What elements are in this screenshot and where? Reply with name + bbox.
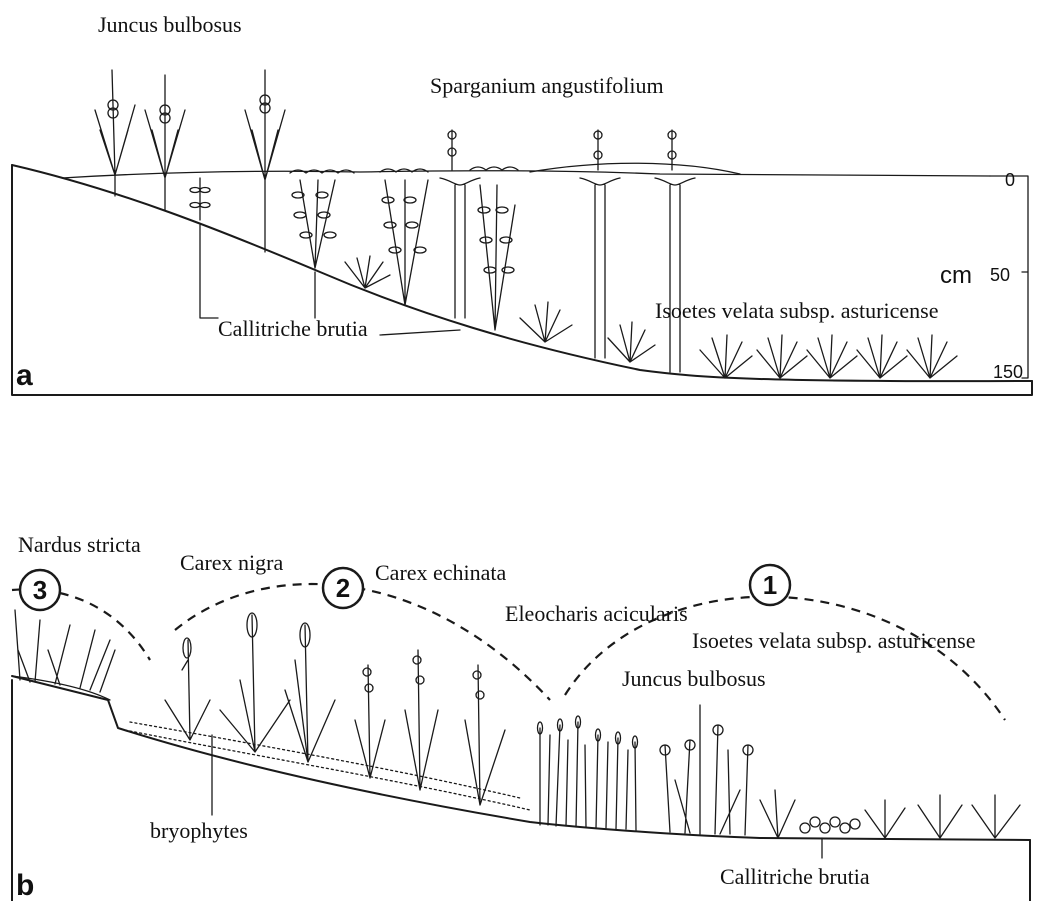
panel-a: 0 cm 50 150 Juncus bulbosus Sparganium a… [12, 12, 1032, 395]
scale-tick-0: 0 [1005, 170, 1015, 190]
panel-b: 3 2 1 Nardus stricta Carex nigra Carex e… [12, 532, 1030, 901]
carex-nigra-plant-3 [285, 623, 335, 762]
zone-1-marker: 1 [750, 565, 790, 605]
isoetes-rosette-a8 [907, 335, 957, 378]
label-b-nardus: Nardus stricta [18, 532, 141, 557]
isoetes-rosette-a5 [757, 335, 807, 378]
isoetes-rosette-b3 [918, 795, 962, 838]
label-a-juncus: Juncus bulbosus [98, 12, 242, 37]
callitriche-plant-a4 [478, 185, 515, 330]
isoetes-rosette-b1 [760, 790, 795, 838]
carex-echinata-plant-1 [355, 665, 385, 778]
isoetes-rosette-a7 [857, 335, 907, 378]
zone-2-arc [175, 584, 550, 700]
label-b-callitriche: Callitriche brutia [720, 864, 870, 889]
juncus-plant-a3 [245, 70, 285, 252]
callitriche-plant-a2 [292, 180, 336, 268]
callitriche-plant-a3 [382, 180, 428, 305]
bryophyte-mat [125, 722, 530, 810]
label-a-callitriche: Callitriche brutia [218, 316, 368, 341]
carex-nigra-plant-2 [220, 613, 290, 752]
zone-3-marker: 3 [20, 570, 60, 610]
isoetes-rosette-b2 [865, 800, 905, 838]
juncus-plant-a1 [95, 70, 135, 196]
label-b-carex-echinata: Carex echinata [375, 560, 507, 585]
isoetes-rosette-a2 [520, 302, 572, 342]
isoetes-rosette-a6 [807, 335, 857, 378]
label-a-isoetes: Isoetes velata subsp. asturicense [655, 298, 938, 323]
panel-a-water-surface [62, 171, 990, 178]
panel-b-letter: b [16, 869, 34, 901]
label-b-juncus: Juncus bulbosus [622, 666, 766, 691]
scale-tick-150: 150 [993, 362, 1023, 382]
isoetes-rosette-b4 [972, 795, 1020, 838]
label-b-eleocharis: Eleocharis acicularis [505, 601, 688, 626]
scale-unit: cm [940, 262, 972, 289]
zone-3-number: 3 [33, 575, 47, 605]
carex-echinata-plant-3 [465, 665, 505, 805]
juncus-stand-b [660, 705, 753, 835]
panel-b-frame [12, 680, 1030, 901]
zone-2-number: 2 [336, 573, 350, 603]
label-a-sparganium: Sparganium angustifolium [430, 73, 664, 98]
isoetes-rosette-a3 [608, 322, 655, 362]
label-b-carex-nigra: Carex nigra [180, 550, 283, 575]
callitriche-plant-a1 [190, 178, 210, 220]
sparganium-plant-a1 [440, 130, 480, 318]
isoetes-rosette-a1 [345, 256, 390, 288]
isoetes-rosette-a4 [700, 335, 752, 378]
zone-2-marker: 2 [323, 568, 363, 608]
depth-scale: 0 cm 50 150 [940, 170, 1028, 382]
label-b-isoetes: Isoetes velata subsp. asturicense [692, 628, 975, 653]
eleocharis-stand [538, 716, 638, 830]
panel-a-letter: a [16, 359, 33, 392]
scale-tick-50: 50 [990, 265, 1010, 285]
label-b-bryophytes: bryophytes [150, 818, 248, 843]
juncus-plant-a2 [145, 75, 185, 210]
zone-1-number: 1 [763, 570, 777, 600]
carex-nigra-plant-1 [165, 638, 210, 740]
carex-echinata-plant-2 [405, 650, 438, 790]
